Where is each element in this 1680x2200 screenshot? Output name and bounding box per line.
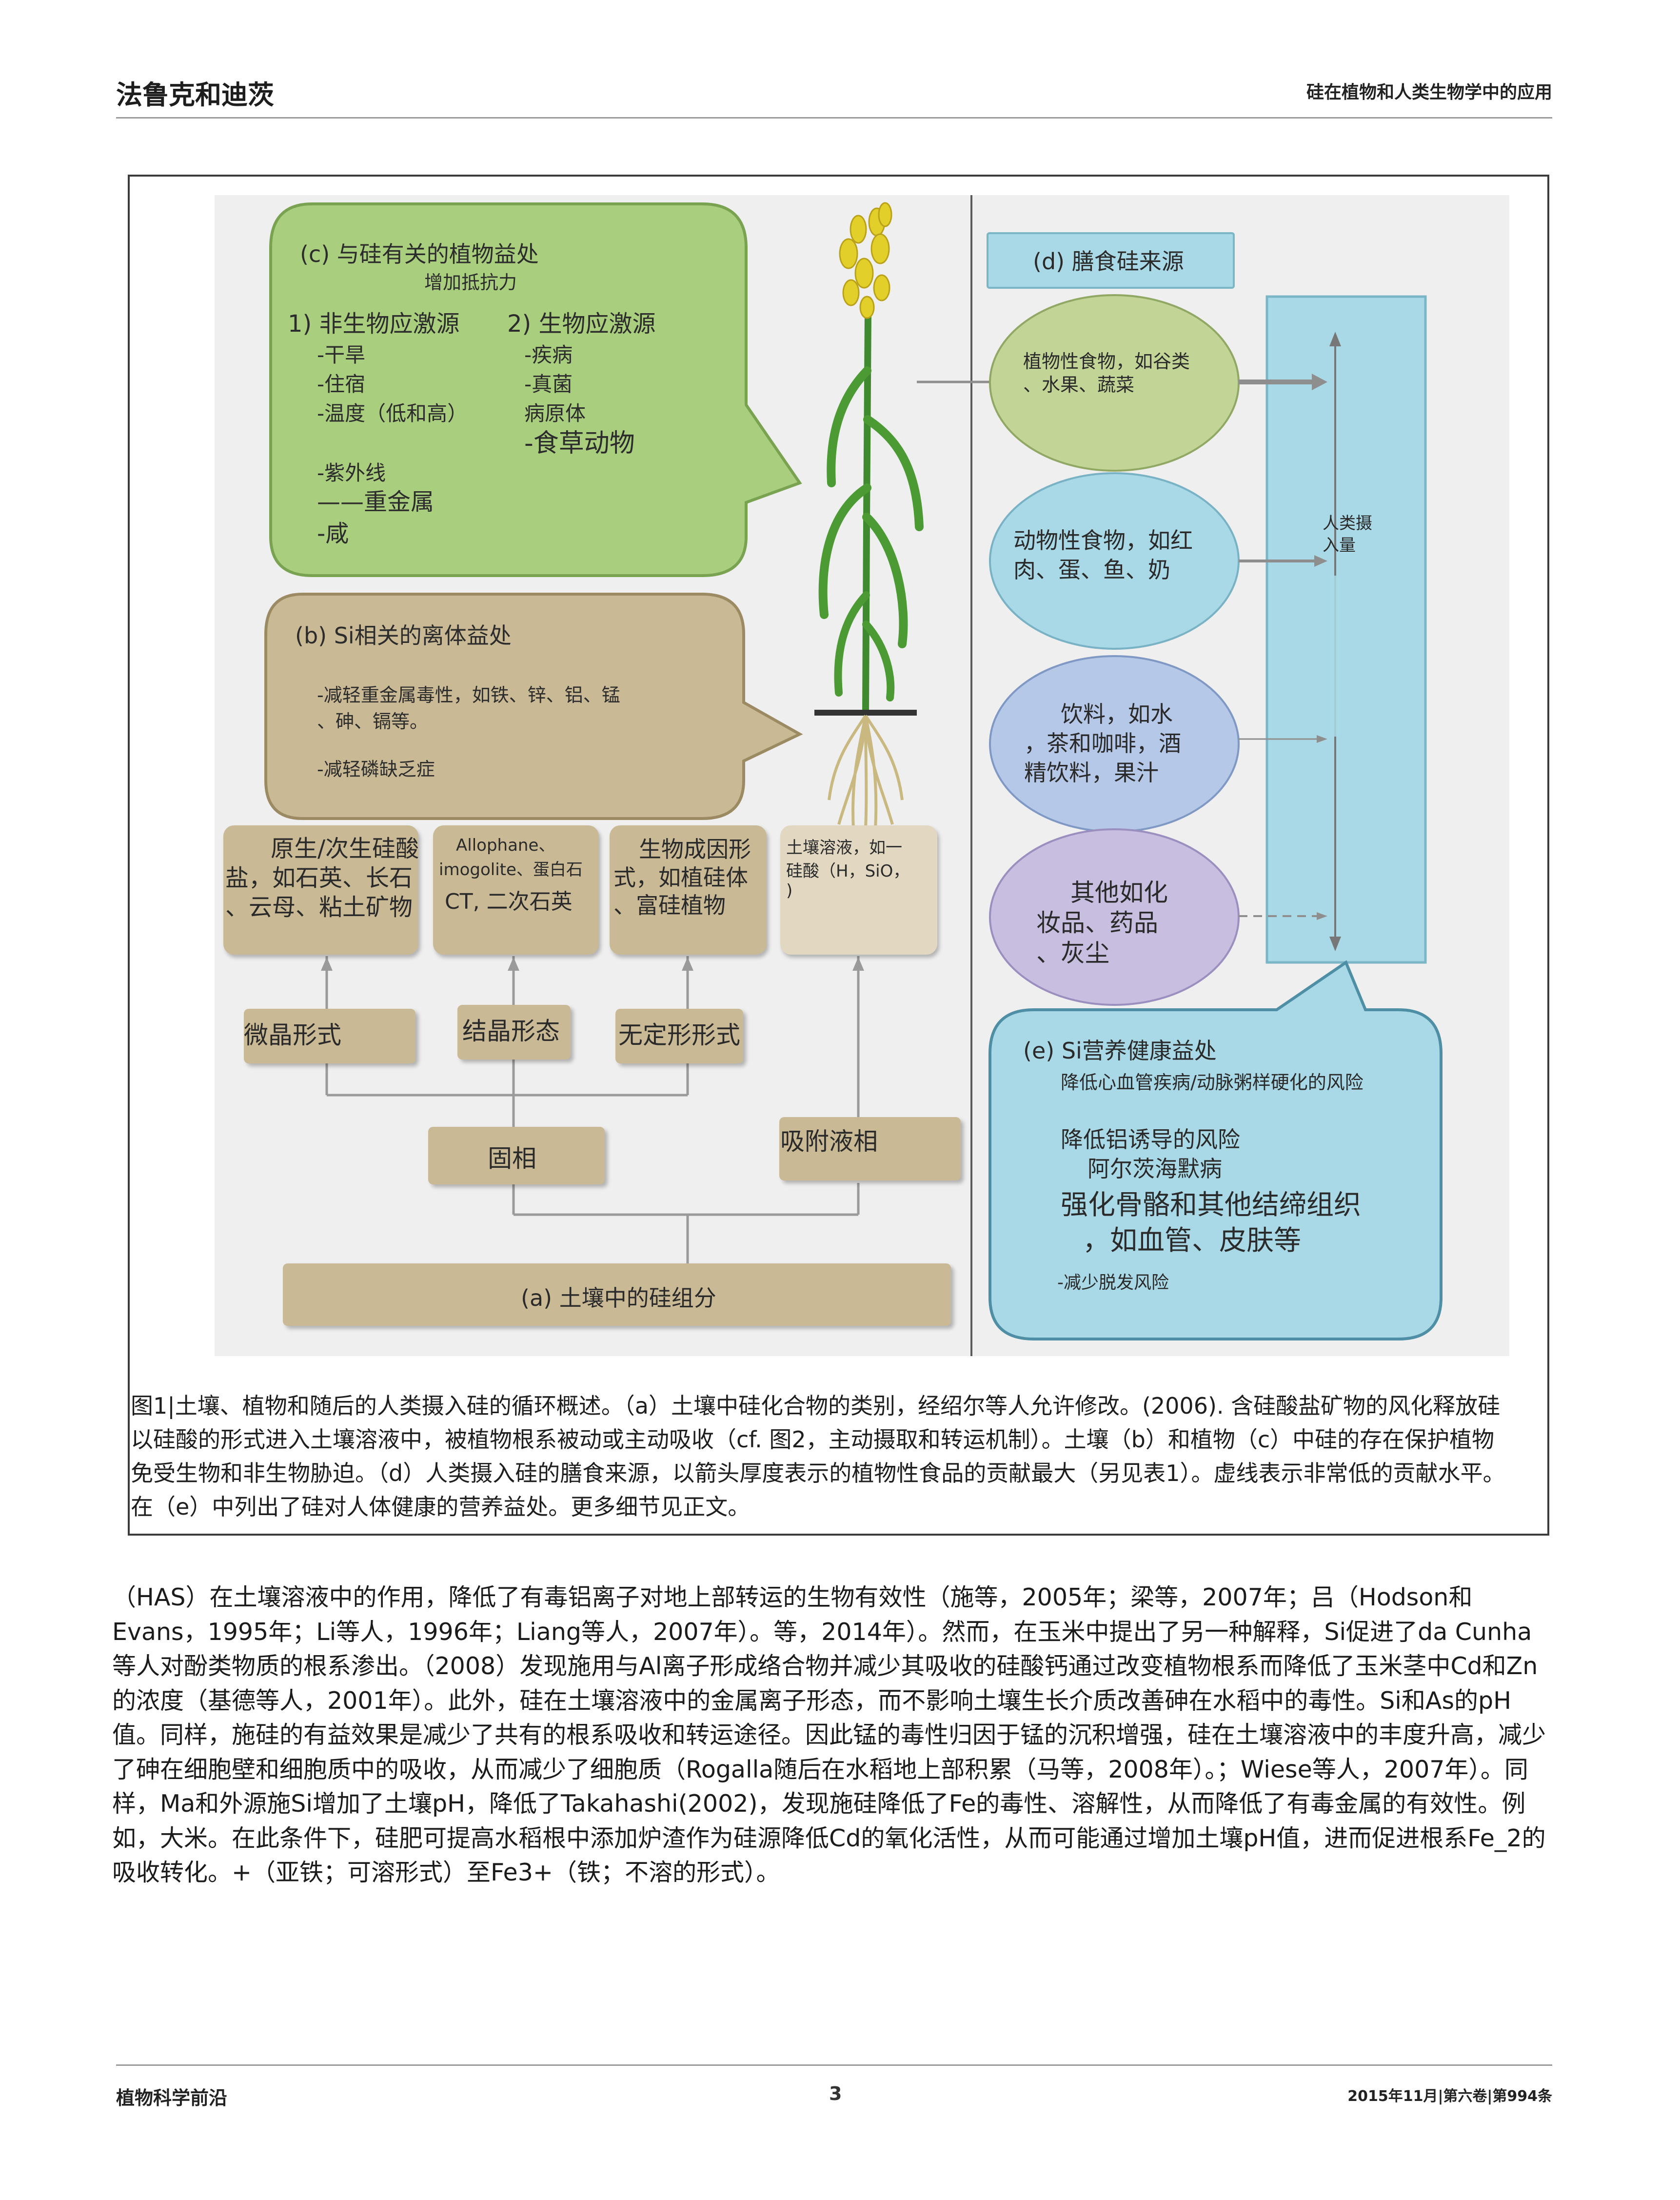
form-amorphous-label: 无定形形式	[618, 1021, 740, 1049]
rice-plant-illustration	[814, 202, 924, 830]
abiotic-stress-title: 1) 非生物应激源	[288, 310, 460, 338]
biotic-item: -真菌	[524, 372, 573, 396]
body-paragraph: （HAS）在土壤溶液中的作用，降低了有毒铝离子对地上部转运的生物有效性（施等，2…	[112, 1580, 1556, 1890]
biotic-item: -疾病	[524, 343, 573, 367]
body-text: （HAS）在土壤溶液中的作用，降低了有毒铝离子对地上部转运的生物有效性（施等，2…	[112, 1583, 1546, 1887]
box-allophane-line: imogolite、蛋白石	[439, 860, 583, 880]
box-biogenic-line: 、富硅植物	[613, 892, 726, 919]
bubble-e-line: 强化骨骼和其他结缔组织	[1061, 1189, 1361, 1221]
bubble-c-subtitle: 增加抵抗力	[424, 272, 517, 293]
bubble-e-shape	[988, 960, 1443, 1340]
biotic-item: 病原体	[524, 401, 586, 425]
abiotic-item: -干旱	[317, 343, 366, 367]
running-head-title: 硅在植物和人类生物学中的应用	[1306, 82, 1552, 102]
intake-label: 入量	[1323, 536, 1356, 555]
bubble-b-shape	[264, 593, 803, 820]
box-solution-line: )	[786, 881, 793, 900]
box-primary-line: 、云母、粘土矿物	[225, 894, 413, 921]
abiotic-item: -咸	[317, 520, 349, 547]
drinks-line: 饮料，如水	[1061, 701, 1173, 727]
box-soil-solution	[780, 825, 937, 955]
abiotic-item: -温度（低和高）	[317, 401, 468, 425]
box-a-soil-fractions	[283, 1263, 951, 1326]
box-a-title: (a) 土壤中的硅组分	[521, 1285, 716, 1311]
animal-food-line: 肉、蛋、鱼、奶	[1013, 557, 1170, 583]
bubble-b-title: (b) Si相关的离体益处	[295, 622, 512, 649]
bubble-b-line: -减轻磷缺乏症	[317, 759, 435, 780]
form-micro-label: 微晶形式	[244, 1021, 341, 1049]
intake-label: 人类摄	[1323, 514, 1372, 533]
bubble-e-line: 降低铝诱导的风险	[1061, 1126, 1240, 1153]
box-allophane-line: CT, 二次石英	[445, 889, 573, 914]
biotic-item: -食草动物	[524, 429, 635, 458]
others-line: 其他如化	[1070, 879, 1168, 907]
box-solid-phase	[428, 1127, 605, 1184]
running-head-authors: 法鲁克和迪茨	[116, 80, 274, 110]
others-line: 、灰尘	[1036, 939, 1109, 967]
bubble-e-title: (e) Si营养健康益处	[1023, 1038, 1217, 1064]
others-line: 妆品、药品	[1036, 909, 1158, 937]
diagram-divider	[970, 195, 972, 1356]
drinks-line: ，茶和咖啡，酒	[1024, 730, 1181, 757]
plant-food-line: 、水果、蔬菜	[1023, 374, 1135, 396]
box-d-title: (d) 膳食硅来源	[1033, 248, 1184, 275]
biotic-stress-title: 2) 生物应激源	[507, 310, 656, 338]
plant-food-line: 植物性食物，如谷类	[1023, 351, 1190, 372]
box-biogenic-line: 式，如植硅体	[613, 864, 748, 891]
bubble-b-line: 、砷、镉等。	[317, 711, 429, 732]
bubble-c-shape	[269, 202, 802, 577]
box-primary-line: 盐，如石英、长石	[225, 864, 413, 892]
bubble-e-line: ，如血管、皮肤等	[1083, 1225, 1301, 1257]
journal-name: 植物科学前沿	[116, 2087, 228, 2109]
issue-info: 2015年11月|第六卷|第994条	[1347, 2088, 1552, 2105]
box-allophane-line: Allophane、	[456, 836, 555, 855]
form-crystal-label: 结晶形态	[462, 1017, 560, 1045]
bubble-b-line: -减轻重金属毒性，如铁、锌、铝、锰	[317, 684, 620, 706]
diagram-graphics	[264, 202, 1443, 1340]
box-biogenic-line: 生物成因形	[639, 836, 751, 862]
box-adsorbed-phase	[779, 1117, 961, 1180]
form-solid-label: 固相	[488, 1144, 536, 1173]
abiotic-item: -紫外线	[317, 461, 386, 485]
drinks-line: 精饮料，果汁	[1024, 760, 1159, 786]
box-solution-line: 硅酸（H，SiO，	[786, 861, 910, 881]
figure-frame	[128, 175, 1549, 1536]
bubble-c-title: (c) 与硅有关的植物益处	[300, 241, 539, 267]
animal-food-line: 动物性食物，如红	[1013, 527, 1193, 554]
form-adsorbed-label: 吸附液相	[780, 1127, 878, 1156]
bubble-e-line: 降低心血管疾病/动脉粥样硬化的风险	[1061, 1072, 1364, 1093]
footer-rule	[116, 2064, 1552, 2066]
box-primary-line: 原生/次生硅酸	[271, 835, 419, 862]
bubble-e-line: -减少脱发风险	[1057, 1273, 1169, 1293]
page-number: 3	[829, 2083, 842, 2104]
box-allophane	[433, 825, 599, 955]
bubble-e-line: 阿尔茨海默病	[1087, 1156, 1222, 1182]
box-amorphous	[615, 1009, 743, 1063]
box-solution-line: 土壤溶液，如一	[786, 838, 902, 858]
abiotic-item: -住宿	[317, 372, 366, 396]
box-primary-silicates	[223, 825, 418, 955]
box-microcrystalline	[244, 1009, 415, 1063]
box-biogenic	[610, 825, 767, 955]
figure-caption: 图1|土壤、植物和随后的人类摄入硅的循环概述。（a）土壤中硅化合物的类别，经绍尔…	[131, 1393, 1505, 1520]
abiotic-item: ——重金属	[317, 488, 435, 516]
header-rule	[116, 117, 1552, 119]
box-crystalline	[457, 1005, 571, 1060]
